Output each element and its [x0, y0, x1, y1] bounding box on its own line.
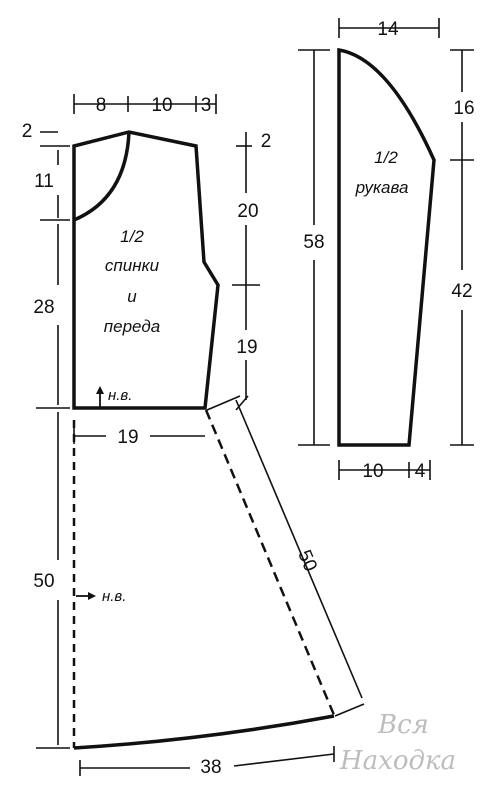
grain-mark-skirt: н.в. [102, 588, 126, 605]
dim-sleeve-bottom-10: 10 [362, 461, 383, 482]
dim-sleeve-bottom-4: 4 [415, 461, 426, 482]
bodice-piece [72, 130, 220, 410]
dim-bodice-top-3: 3 [201, 95, 212, 116]
dim-right-19: 19 [236, 337, 257, 358]
dim-sleeve-length-58: 58 [303, 232, 324, 253]
watermark-line-2: Находка [339, 746, 456, 776]
dim-sleeve-lower-42: 42 [451, 281, 472, 302]
grain-arrows [76, 386, 104, 600]
dim-skirt-50-left: 50 [33, 571, 54, 592]
dim-bodice-top-10: 10 [151, 95, 172, 116]
sleeve-outline [337, 47, 436, 447]
grain-arrowhead-skirt [88, 592, 96, 600]
dim-skirt-50-diag: 50 [293, 547, 321, 575]
skirt-piece [72, 395, 365, 750]
skirt-side-bracket-dim [235, 399, 363, 699]
skirt-side-bracket-bottom [334, 703, 365, 717]
dim-left-11: 11 [34, 171, 54, 192]
bodice-label-line-4: переда [104, 317, 160, 336]
dimension-lines [36, 18, 474, 776]
bodice-label-line-3: и [127, 287, 137, 306]
bodice-outline [72, 130, 220, 410]
dim-waist-19: 19 [117, 427, 138, 448]
skirt-side-seam [204, 409, 336, 716]
grain-mark-bodice: н.в. [108, 387, 132, 404]
dim-sleeve-top-14: 14 [377, 19, 399, 40]
dim-left-2: 2 [22, 121, 33, 142]
dim-right-20: 20 [237, 201, 258, 222]
bodice-label: 1/2 спинки и переда [104, 227, 160, 336]
sleeve-label: 1/2 рукава [355, 148, 409, 197]
skirt-hem-curve [73, 714, 335, 750]
dim-hem-38: 38 [200, 757, 221, 778]
bodice-label-line-1: 1/2 [120, 227, 144, 246]
dim-bodice-top-8: 8 [96, 95, 107, 116]
dim-left-28: 28 [33, 297, 54, 318]
watermark: Вся Находка [339, 710, 456, 776]
sleeve-label-line-2: рукава [355, 178, 409, 197]
sleeve-label-line-1: 1/2 [374, 148, 398, 167]
sleeve-piece [337, 47, 436, 447]
grain-arrowhead-bodice [96, 386, 104, 394]
neckline-curve [73, 131, 131, 222]
watermark-line-1: Вся [377, 710, 429, 740]
dim-right-2: 2 [261, 131, 272, 152]
dim-sleeve-cap-16: 16 [453, 98, 474, 119]
bodice-label-line-2: спинки [105, 256, 160, 275]
skirt-side-bracket-top [206, 395, 241, 411]
